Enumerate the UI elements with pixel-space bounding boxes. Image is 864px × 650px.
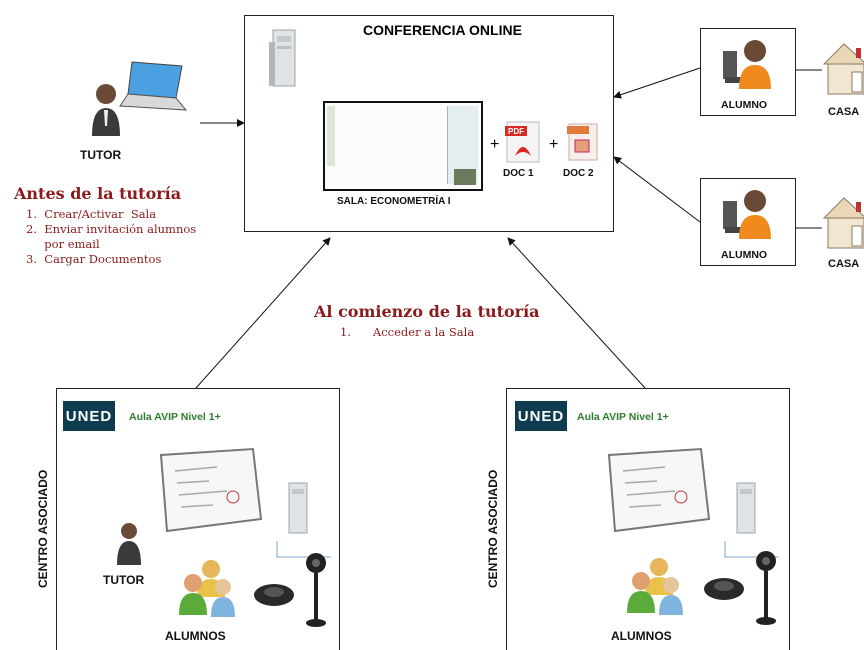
whiteboard-icon [607,447,711,533]
arrow-student2-to-conference [613,156,701,223]
uned-logo: UNED [63,401,115,431]
arrow-student1-to-conference [613,67,701,99]
person-icon [92,84,120,136]
center2-side-label: CENTRO ASOCIADO [486,469,500,588]
ppt-icon [567,123,598,161]
plus-sign-2: + [549,136,559,153]
aula-label: Aula AVIP Nivel 1+ [129,411,221,423]
uned-logo: UNED [515,401,567,431]
house-icon [822,43,864,95]
center-box-1: UNED Aula AVIP Nivel 1+ TUTOR ALUMNOS [56,388,340,650]
laptop-icon [119,61,188,111]
server-icon [736,482,756,534]
student-computer-icon [723,40,771,89]
aula-label: Aula AVIP Nivel 1+ [577,411,669,423]
remote-tutor-label: TUTOR [80,148,122,162]
casa-1-label: CASA [828,106,860,118]
center1-alumnos-label: ALUMNOS [165,629,226,643]
casa-2-label: CASA [828,258,860,270]
before-session-heading: Antes de la tutoría [14,184,182,203]
server-icon [288,482,308,534]
house-icon [822,197,864,249]
arrow-center1-to-conference [195,237,331,389]
camera-icon [756,551,776,625]
center1-tutor-label: TUTOR [103,573,145,587]
microphone-icon [704,578,744,600]
server-icon [269,29,296,87]
plus-sign-1: + [490,136,500,153]
students-icon [179,560,235,617]
doc2-label: DOC 2 [563,168,594,179]
center2-alumnos-label: ALUMNOS [611,629,672,643]
doc1-label: DOC 1 [503,168,534,179]
session-start-heading: Al comienzo de la tutoría [314,302,540,321]
before-step-2b: por email [26,237,100,251]
before-session-steps: 1. Crear/Activar Sala 2. Enviar invitaci… [26,207,196,267]
conference-title: CONFERENCIA ONLINE [363,22,522,38]
remote-student-box-1: ALUMNO [700,28,796,116]
room-screen [323,101,483,191]
before-step-1: 1. Crear/Activar Sala [26,207,157,221]
conference-box: CONFERENCIA ONLINE SALA: ECONOMETRÍA I +… [244,15,614,232]
whiteboard-icon [159,447,263,533]
camera-icon [306,553,326,627]
student-2-label: ALUMNO [721,249,768,261]
room-label: SALA: ECONOMETRÍA I [337,196,451,207]
before-step-2: 2. Enviar invitación alumnos [26,222,197,236]
remote-student-box-2: ALUMNO [700,178,796,266]
student-computer-icon [723,190,771,239]
svg-text:PDF: PDF [508,127,524,136]
students-icon [627,558,683,615]
before-step-3: 3. Cargar Documentos [26,252,162,266]
pdf-icon: PDF [505,121,540,163]
microphone-icon [254,584,294,606]
session-start-step-1: 1. Acceder a la Sala [340,325,475,339]
person-icon [117,523,141,565]
arrow-center2-to-conference [507,237,646,389]
student-1-label: ALUMNO [721,99,768,111]
center-box-2: UNED Aula AVIP Nivel 1+ ALUMNOS [506,388,790,650]
center1-side-label: CENTRO ASOCIADO [36,469,50,588]
